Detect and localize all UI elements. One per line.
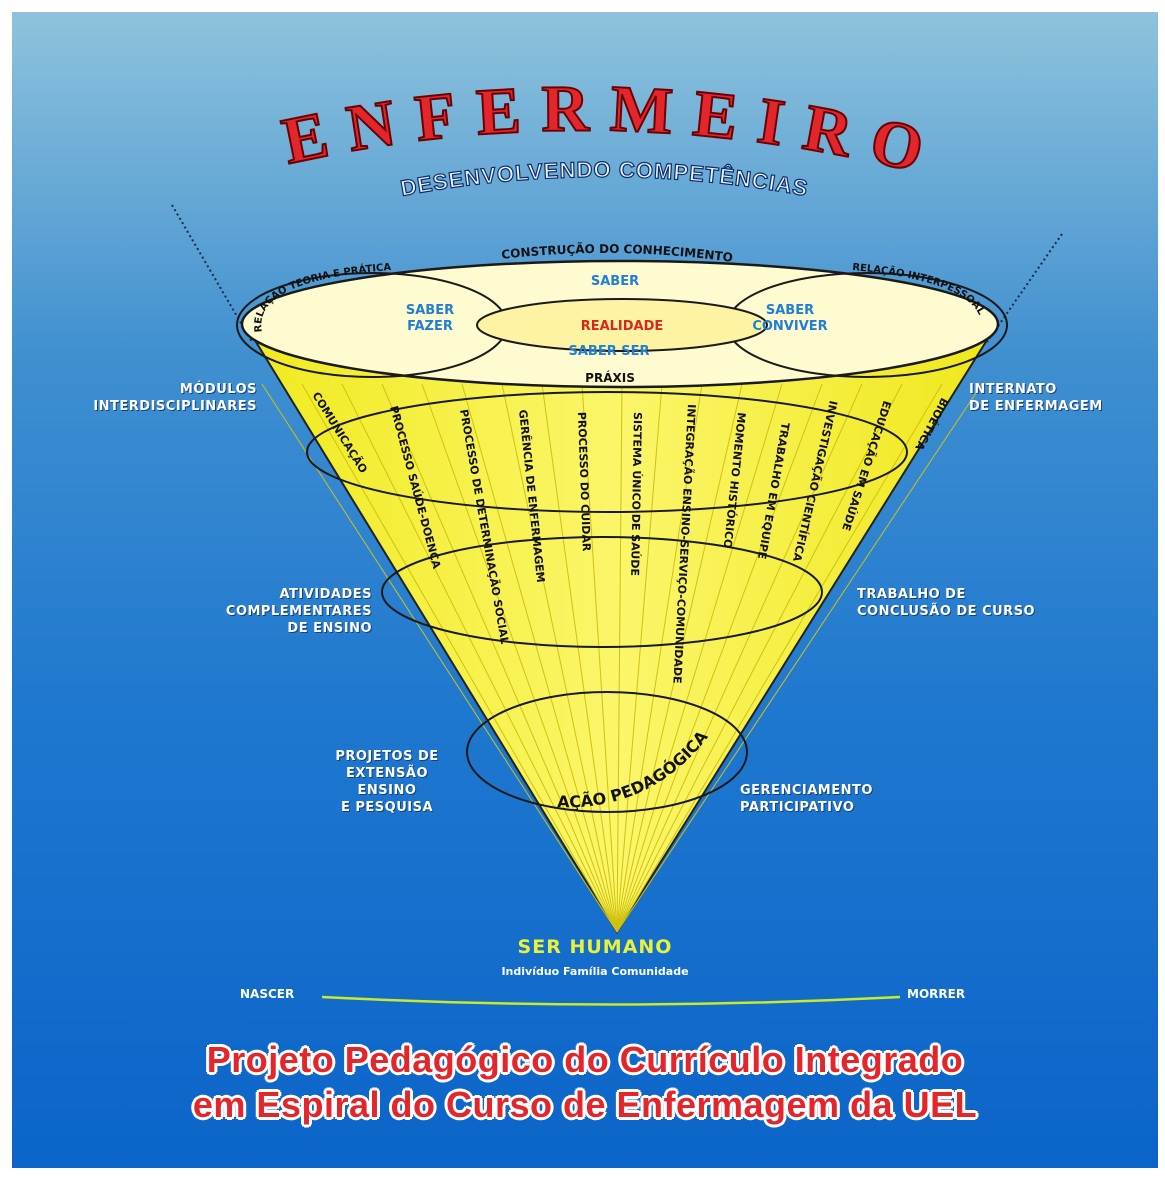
- saber-conviver-label-1: SABER: [766, 303, 814, 318]
- cone-radial-lines: [261, 383, 983, 933]
- cone-radial-line: [616, 383, 943, 933]
- cone-radial-line: [616, 383, 703, 933]
- nascer-label: NASCER: [240, 987, 295, 1001]
- cone-radial-line: [616, 383, 743, 933]
- cone-radial-line: [421, 383, 618, 933]
- realidade-label: REALIDADE: [581, 319, 664, 334]
- cone-radial-line: [616, 383, 783, 933]
- cone-radial-line: [461, 383, 618, 933]
- cone-radial-line: [616, 383, 623, 933]
- cone-radial-line: [616, 383, 823, 933]
- saber-fazer-label-2: FAZER: [407, 319, 453, 334]
- cone-radial-line: [541, 383, 618, 933]
- outer-dotted-right: [986, 233, 1063, 343]
- footer-line-2: em Espiral do Curso de Enfermagem da UEL: [192, 1084, 978, 1125]
- cone-radial-line: [616, 383, 983, 933]
- module-label: SISTEMA ÚNICO DE SAÚDE: [628, 412, 644, 576]
- realidade-ellipse: [476, 298, 768, 352]
- praxis-label: PRÁXIS: [585, 370, 635, 385]
- outer-dotted-left: [171, 204, 253, 343]
- cone-radial-line: [616, 383, 663, 933]
- saber-fazer-label-1: SABER: [406, 303, 454, 318]
- cone-radial-line: [261, 383, 618, 933]
- cone-radial-line: [616, 383, 903, 933]
- spiral-ring-2: [381, 536, 823, 648]
- spiral-ring-1: [306, 391, 908, 513]
- diagram-canvas: ENFERMEIRO DESENVOLVENDO COMPETÊNCIAS CO…: [12, 12, 1158, 1168]
- morrer-label: MORRER: [907, 987, 966, 1001]
- footer-line-1: Projeto Pedagógico do Currículo Integrad…: [206, 1039, 964, 1080]
- saber-conviver-label-2: CONVIVER: [752, 319, 827, 334]
- cone-diagram: ENFERMEIRO DESENVOLVENDO COMPETÊNCIAS CO…: [171, 71, 1063, 1006]
- cone-radial-line: [381, 383, 618, 933]
- cone-radial-line: [616, 383, 863, 933]
- module-label: PROCESSO DO CUIDAR: [575, 412, 593, 552]
- saber-label: SABER: [591, 274, 639, 289]
- spiral-ring-3: [466, 691, 748, 813]
- ser-humano-sub: Indivíduo Família Comunidade: [501, 965, 689, 978]
- cone-radial-line: [501, 383, 618, 933]
- saber-ser-label: SABER SER: [568, 344, 649, 359]
- cone-radial-line: [341, 383, 618, 933]
- subtitle: DESENVOLVENDO COMPETÊNCIAS: [398, 157, 810, 201]
- cone-radial-line: [581, 383, 618, 933]
- cone-radial-line: [301, 383, 618, 933]
- life-line: [321, 995, 901, 1006]
- ser-humano-label: SER HUMANO: [517, 936, 673, 958]
